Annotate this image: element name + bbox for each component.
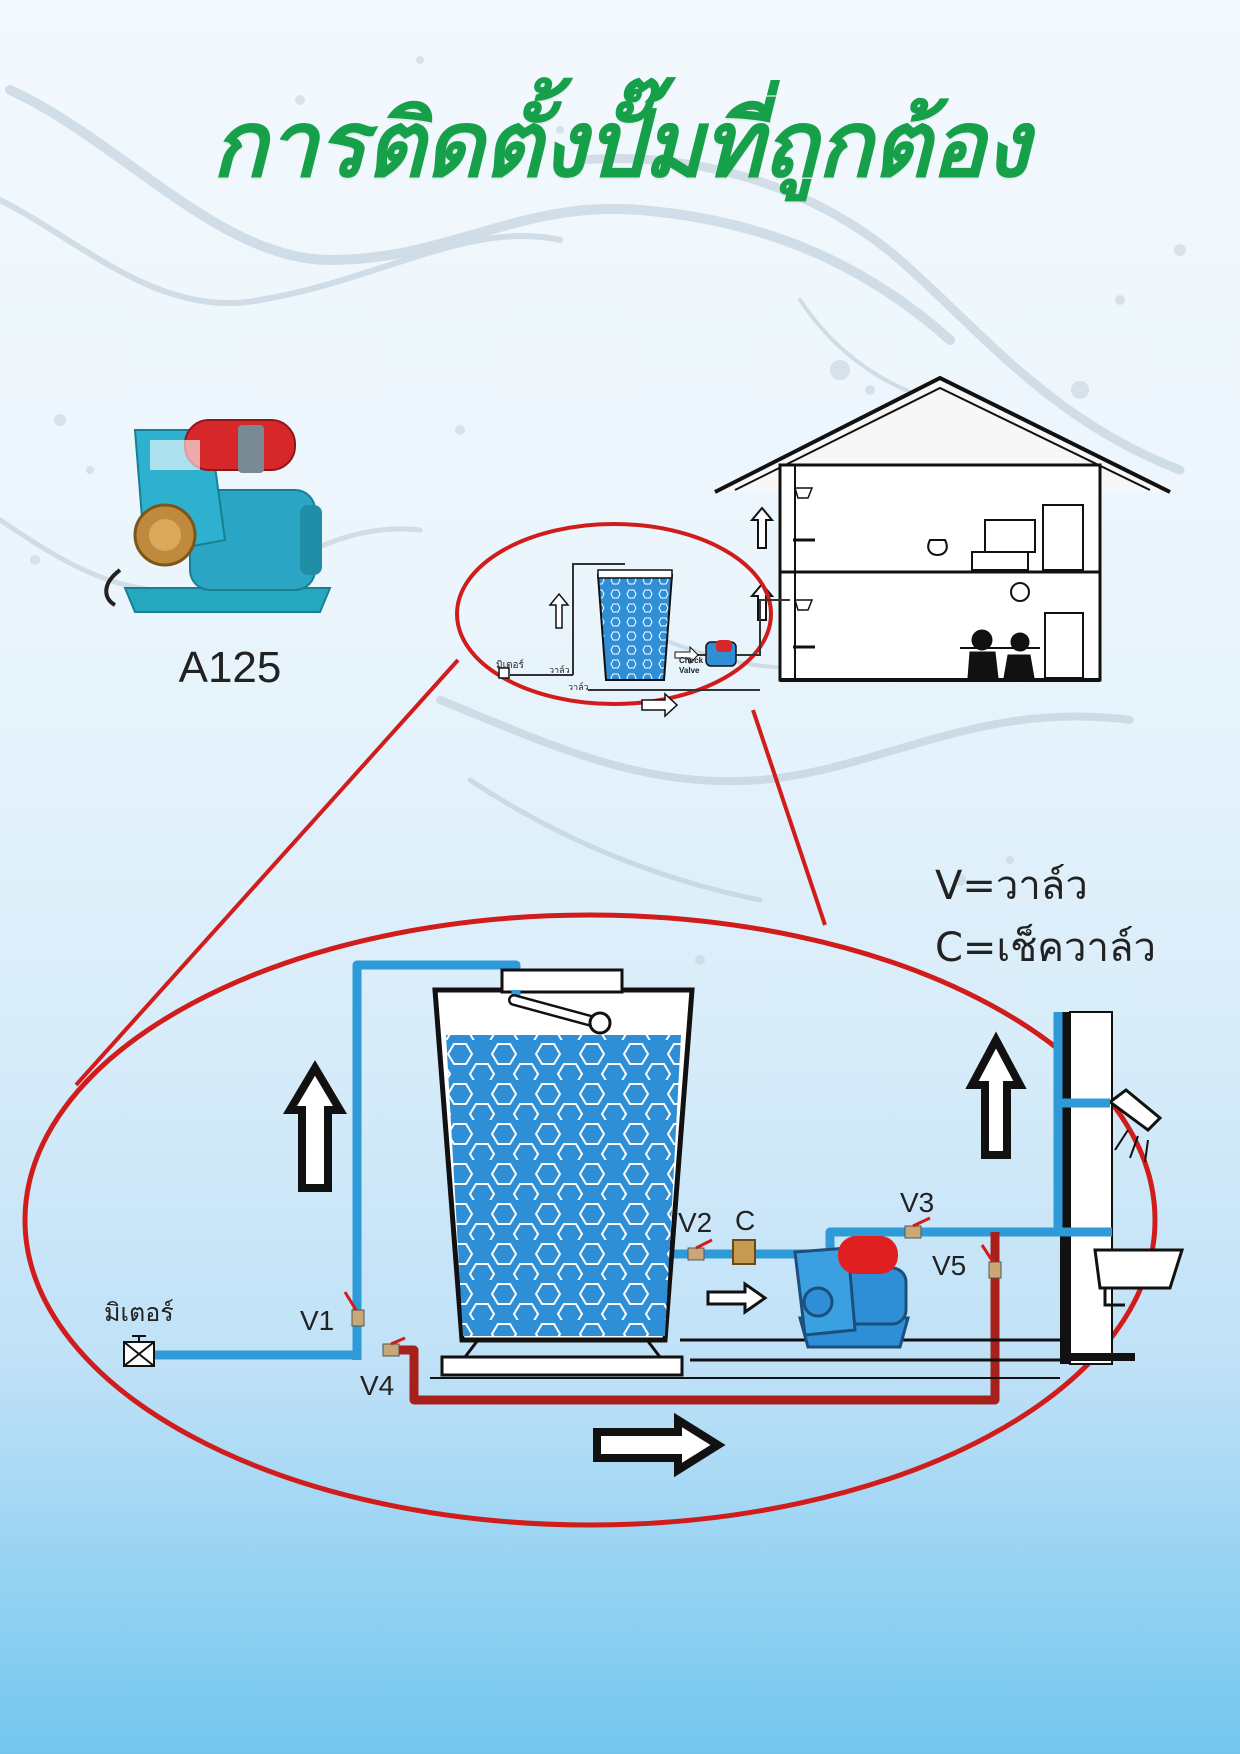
zoomed-system-diagram: มิเตอร์ V1 V4 V2 C V3 V5 xyxy=(104,960,1185,1478)
valve-v2-label: V2 xyxy=(678,1207,712,1238)
mini-valve-label-1: วาล์ว xyxy=(549,664,570,675)
water-meter-icon xyxy=(123,1335,155,1367)
up-arrow-left-icon xyxy=(282,1060,348,1192)
check-valve-c-icon xyxy=(732,1239,756,1265)
booster-pump xyxy=(793,1236,910,1349)
valve-fittings xyxy=(343,1216,1002,1357)
red-bypass-pipe xyxy=(395,1232,1000,1405)
valve-v1-icon xyxy=(351,1309,365,1327)
meter-label: มิเตอร์ xyxy=(104,1299,174,1327)
valve-v4-label: V4 xyxy=(360,1370,394,1401)
house-illustration xyxy=(714,375,1171,682)
right-arrow-bottom-icon xyxy=(593,1412,726,1478)
legend-valve: V=วาล์ว xyxy=(935,863,1088,909)
product-model-label: A125 xyxy=(179,643,282,692)
valve-v5-icon xyxy=(988,1261,1002,1279)
water-tank xyxy=(432,968,695,1343)
tank-platform xyxy=(430,1338,1060,1379)
pump-product-image xyxy=(104,419,332,613)
right-arrow-middle-icon xyxy=(706,1281,768,1315)
valve-v1-label: V1 xyxy=(300,1305,334,1336)
mini-check-valve-label-1: Check xyxy=(679,656,704,665)
mini-valve-label-2: วาล์ว xyxy=(568,681,589,692)
mini-meter-label: มิเตอร์ xyxy=(496,659,525,671)
valve-v2-icon xyxy=(687,1247,705,1261)
zoom-callout-ellipse xyxy=(22,912,1158,1528)
legend-check-valve: C=เช็ควาล์ว xyxy=(935,925,1156,971)
mini-system-diagram: มิเตอร์ วาล์ว วาล์ว Check Valve xyxy=(455,522,790,718)
valve-v4-icon xyxy=(382,1343,400,1357)
page-title: การติดตั้งปั๊มที่ถูกต้อง xyxy=(211,91,1030,198)
valve-v3-label: V3 xyxy=(900,1187,934,1218)
valve-v5-label: V5 xyxy=(932,1250,966,1281)
mini-check-valve-label-2: Valve xyxy=(679,666,700,675)
valve-v3-icon xyxy=(904,1225,922,1239)
building-wall xyxy=(1060,1011,1185,1365)
callout-connector-right xyxy=(751,709,827,926)
callout-connector-left xyxy=(74,658,460,1087)
up-arrow-right-icon xyxy=(965,1031,1027,1159)
check-valve-c-label: C xyxy=(735,1205,755,1236)
